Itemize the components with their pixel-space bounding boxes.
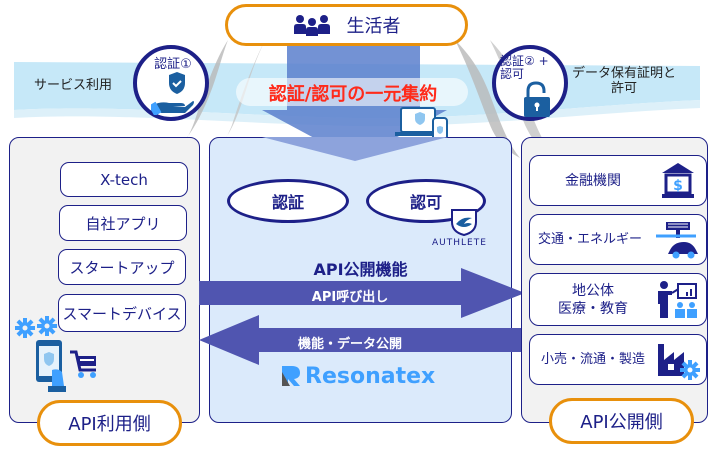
authlete-shield-icon [451,209,477,236]
consumer-title: 生活者 [346,16,401,37]
aggregation-title: 認証/認可の一元集約 [268,84,438,105]
shopping-cart-icon [70,350,96,378]
auth2-label-line1: 認証② + [500,54,549,68]
provider-item-public-line2: 医療・教育 [558,300,628,317]
data-proof-label: データ保有証明と 許可 [572,66,676,96]
api-call-arrow [199,268,525,318]
data-proof-line2: 許可 [611,81,638,96]
laptop-phone-icon [395,107,448,143]
provider-item-finance[interactable]: 金融機関 $ [529,155,707,206]
provider-item-transport-energy-label: 交通・エネルギー [538,231,643,247]
data-publish-label: 機能・データ公開 [297,337,402,352]
provider-item-retail-label: 小売・流通・製造 [540,351,645,367]
authlete-logo-text: AUTHLETE [432,238,487,248]
data-proof-line1: データ保有証明と [572,66,677,81]
shield-hand-icon [151,72,194,115]
auth2-label-line2: 認可 [500,67,525,81]
bank-icon: $ [662,162,694,198]
auth1-label: 認証① [154,57,192,72]
gears-icon [15,316,57,338]
right-swoosh-outer [455,40,520,158]
provider-item-retail-manufacturing[interactable]: 小売・流通・製造 [529,334,707,385]
consumer-item-xtech[interactable]: X-tech [60,162,188,197]
data-publish-arrow [199,315,522,365]
people-group-icon [293,15,330,36]
consumer-item-smart-device[interactable]: スマートデバイス [58,294,186,332]
left-swoosh-outer [170,40,228,155]
smartphone-hand-icon [36,340,66,392]
provider-item-public-medical-education[interactable]: 地公体 医療・教育 [529,273,707,326]
consumer-item-own-app[interactable]: 自社アプリ [59,205,187,241]
authentication-ellipse[interactable]: 認証 [227,179,349,223]
auth1-badge: 認証① [133,45,209,121]
teacher-presentation-icon [658,280,697,318]
down-arrow-overlay [262,137,448,161]
resonatex-brand: Resonatex [305,364,436,389]
consumer-item-startup[interactable]: スタートアップ [58,249,186,285]
api-platform-title: API公開機能 [313,260,408,279]
provider-item-transport-energy[interactable]: 交通・エネルギー [529,214,707,265]
provider-item-public-line1: 地公体 [572,282,614,299]
auth2-badge: 認証② + 認可 [492,45,568,121]
api-call-label: API呼び出し [311,290,389,305]
svg-text:$: $ [673,178,683,194]
authorization-ellipse[interactable]: 認可 [366,179,486,223]
resonatex-logo-icon [282,366,300,386]
provider-item-public-label: 地公体 医療・教育 [530,282,656,318]
open-padlock-icon [524,81,550,117]
factory-gear-icon [658,343,700,380]
center-text-backdrop [236,78,468,106]
auth2-label: 認証② + 認可 [500,55,549,81]
provider-item-finance-label: 金融機関 [565,172,621,189]
api-provider-label: API公開側 [549,398,694,444]
solar-car-icon [656,221,698,258]
consumer-header: 生活者 [225,4,468,46]
service-use-label: サービス利用 [34,78,113,93]
api-consumer-label: API利用側 [37,400,182,446]
